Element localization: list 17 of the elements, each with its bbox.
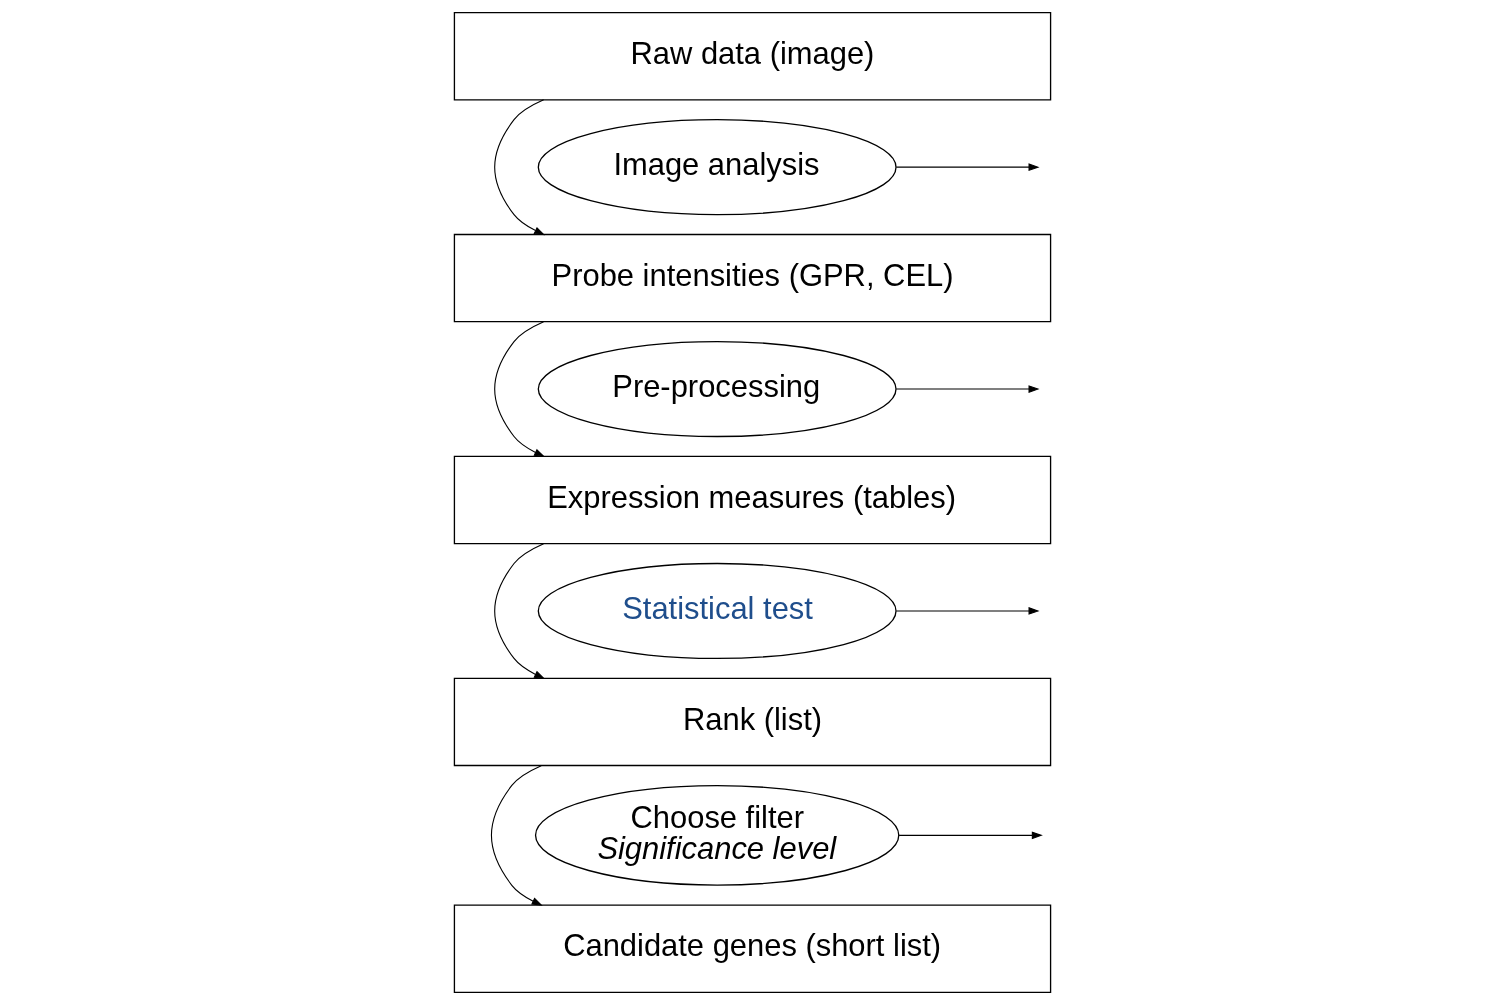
- node-box: Raw data (image): [453, 11, 1052, 101]
- node-box: Candidate genes (short list): [453, 904, 1052, 994]
- node-ellipse: Pre-processing: [537, 340, 897, 438]
- arrow: [490, 765, 543, 906]
- node-ellipse: Image analysis: [537, 119, 897, 216]
- node-ellipse: Statistical test: [537, 562, 897, 660]
- node-ellipse: Choose filter Significance level: [534, 785, 900, 886]
- arrow: [494, 99, 546, 236]
- arrow: [895, 385, 1040, 393]
- arrow: [494, 543, 546, 679]
- arrow: [494, 321, 546, 458]
- node-box: Expression measures (tables): [453, 455, 1052, 545]
- arrow: [895, 607, 1040, 615]
- node-box: Rank (list): [453, 677, 1052, 767]
- arrow: [895, 163, 1040, 171]
- arrow: [898, 831, 1043, 840]
- node-box: Probe intensities (GPR, CEL): [453, 233, 1052, 323]
